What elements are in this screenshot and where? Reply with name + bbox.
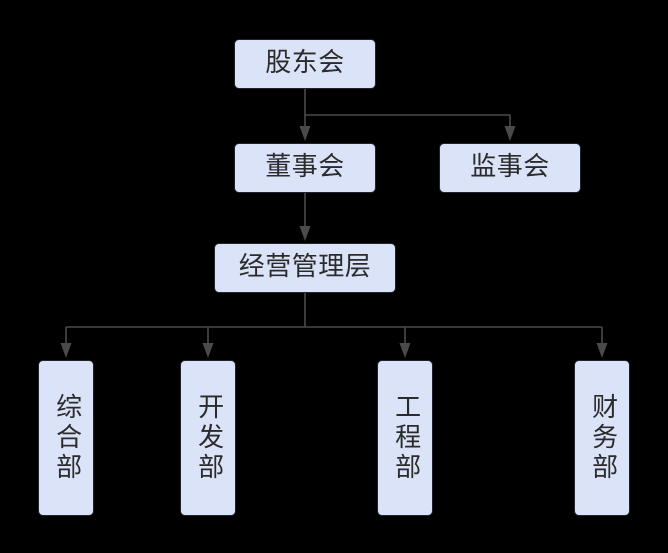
node-label-engineering-dept: 工程部	[390, 393, 421, 483]
arrow-to-management	[299, 226, 311, 241]
node-board-of-supervisors[interactable]: 监事会	[439, 143, 581, 193]
arrow-to-board-of-directors	[299, 126, 311, 141]
node-management[interactable]: 经营管理层	[214, 243, 396, 293]
node-label-development-dept: 开发部	[193, 393, 224, 483]
arrow-to-engineering-dept	[399, 343, 411, 358]
node-label-general-affairs-dept: 综合部	[51, 393, 82, 483]
node-board-of-directors[interactable]: 董事会	[234, 143, 376, 193]
node-label-management: 经营管理层	[238, 252, 372, 283]
arrow-to-development-dept	[202, 343, 214, 358]
arrow-to-general-affairs-dept	[60, 343, 72, 358]
arrow-to-board-of-supervisors	[504, 126, 516, 141]
node-development-dept[interactable]: 开发部	[180, 360, 236, 516]
node-label-board-of-directors: 董事会	[265, 152, 345, 183]
node-finance-dept[interactable]: 财务部	[574, 360, 630, 516]
node-label-shareholders: 股东会	[265, 48, 345, 79]
node-label-board-of-supervisors: 监事会	[470, 152, 550, 183]
edge-shareholders-split	[304, 89, 511, 128]
node-engineering-dept[interactable]: 工程部	[377, 360, 433, 516]
arrow-to-finance-dept	[596, 343, 608, 358]
edge-management-fanout	[65, 293, 603, 344]
node-label-finance-dept: 财务部	[587, 393, 618, 483]
node-general-affairs-dept[interactable]: 综合部	[38, 360, 94, 516]
node-shareholders[interactable]: 股东会	[234, 39, 376, 89]
